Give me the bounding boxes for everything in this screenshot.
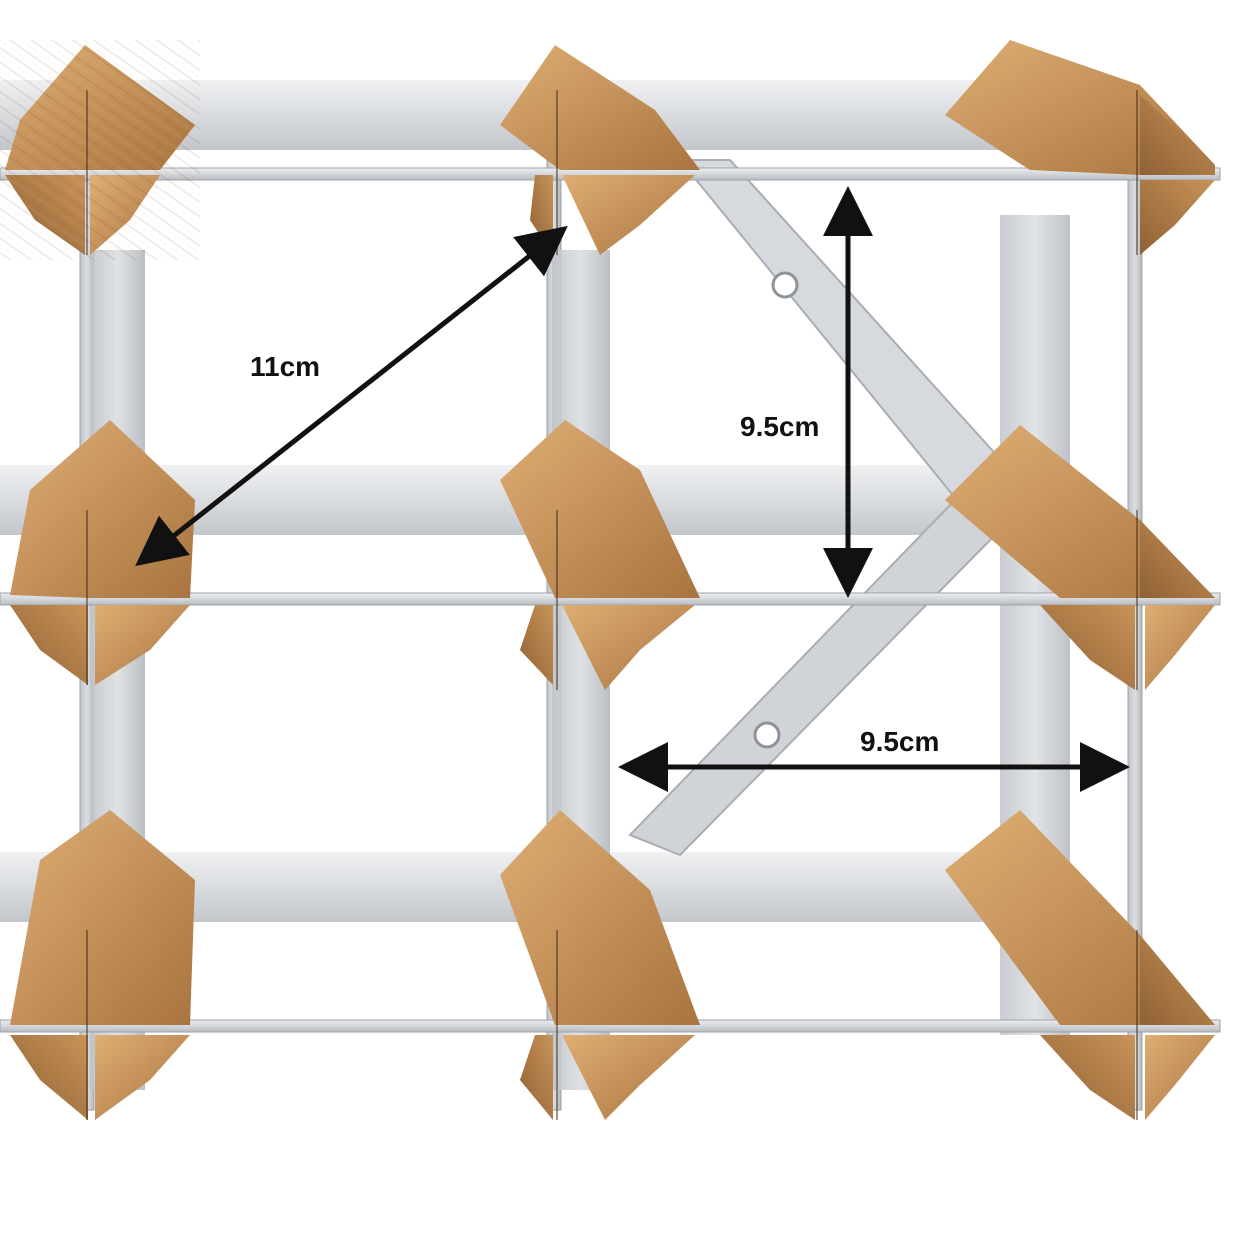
- wood-block-top-middle: [500, 45, 700, 255]
- vertical-dimension-label: 9.5cm: [740, 411, 819, 442]
- wood-block-middle-center: [500, 420, 700, 690]
- wood-block-bottom-right: [945, 810, 1215, 1120]
- wood-block-bottom-left: [10, 810, 195, 1120]
- dimension-arrows: [135, 186, 1130, 792]
- wood-block-top-left: [0, 40, 200, 260]
- wood-block-top-right: [945, 40, 1215, 255]
- wood-block-bottom-center: [500, 810, 700, 1120]
- front-horizontal-rails: [0, 167, 1221, 1033]
- wood-block-middle-right: [945, 425, 1215, 690]
- wood-block-middle-left: [10, 420, 195, 685]
- brace-hole-lower: [753, 721, 781, 749]
- diagonal-dimension-label: 11cm: [250, 351, 320, 382]
- horizontal-dimension-label: 9.5cm: [860, 726, 939, 757]
- brace-hole-upper: [771, 271, 799, 299]
- diagonal-dimension-arrow: [135, 225, 568, 567]
